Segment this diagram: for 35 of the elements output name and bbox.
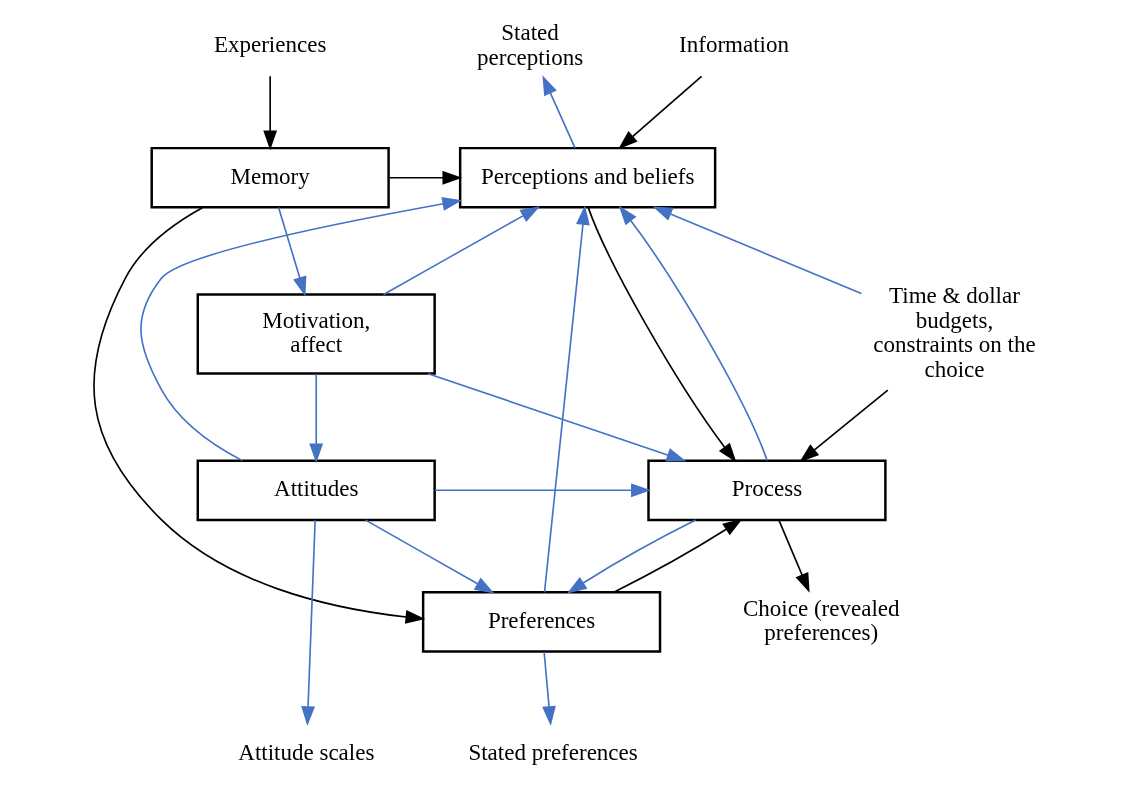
node-box: Memory [150, 146, 390, 209]
node-box: Preferences [421, 591, 662, 653]
node-box: Process [647, 459, 887, 522]
arrow [427, 372, 687, 462]
arrow [778, 519, 810, 593]
arrow [613, 518, 743, 593]
arrow [542, 75, 576, 149]
arrow [263, 75, 278, 151]
arrow [140, 197, 463, 462]
arrow [587, 206, 737, 463]
arrow [277, 206, 307, 297]
arrow [543, 205, 590, 594]
node-text: Choice (revealed preferences) [742, 594, 900, 646]
arrow [309, 373, 324, 464]
arrow [434, 483, 651, 498]
node-box: Motivation, affect [196, 293, 436, 375]
arrow [382, 206, 541, 296]
arrow [799, 389, 889, 463]
arrow [618, 205, 768, 462]
node-text: Attitude scales [238, 738, 375, 765]
node-text: Experiences [213, 31, 327, 58]
node-text: Stated preferences [468, 738, 638, 765]
node-text: Stated perceptions [477, 18, 584, 70]
arrow [618, 75, 703, 150]
node-box: Attitudes [196, 459, 436, 522]
arrow [388, 170, 463, 185]
node-box: Perceptions and beliefs [458, 146, 717, 209]
arrow [652, 206, 863, 295]
arrow [301, 519, 316, 727]
arrow [566, 519, 697, 594]
node-text: Information [679, 31, 790, 58]
arrow [542, 651, 556, 726]
arrow [93, 206, 426, 624]
node-text: Time & dollar budgets, constraints on the choice [873, 282, 1036, 383]
arrow [364, 519, 495, 594]
